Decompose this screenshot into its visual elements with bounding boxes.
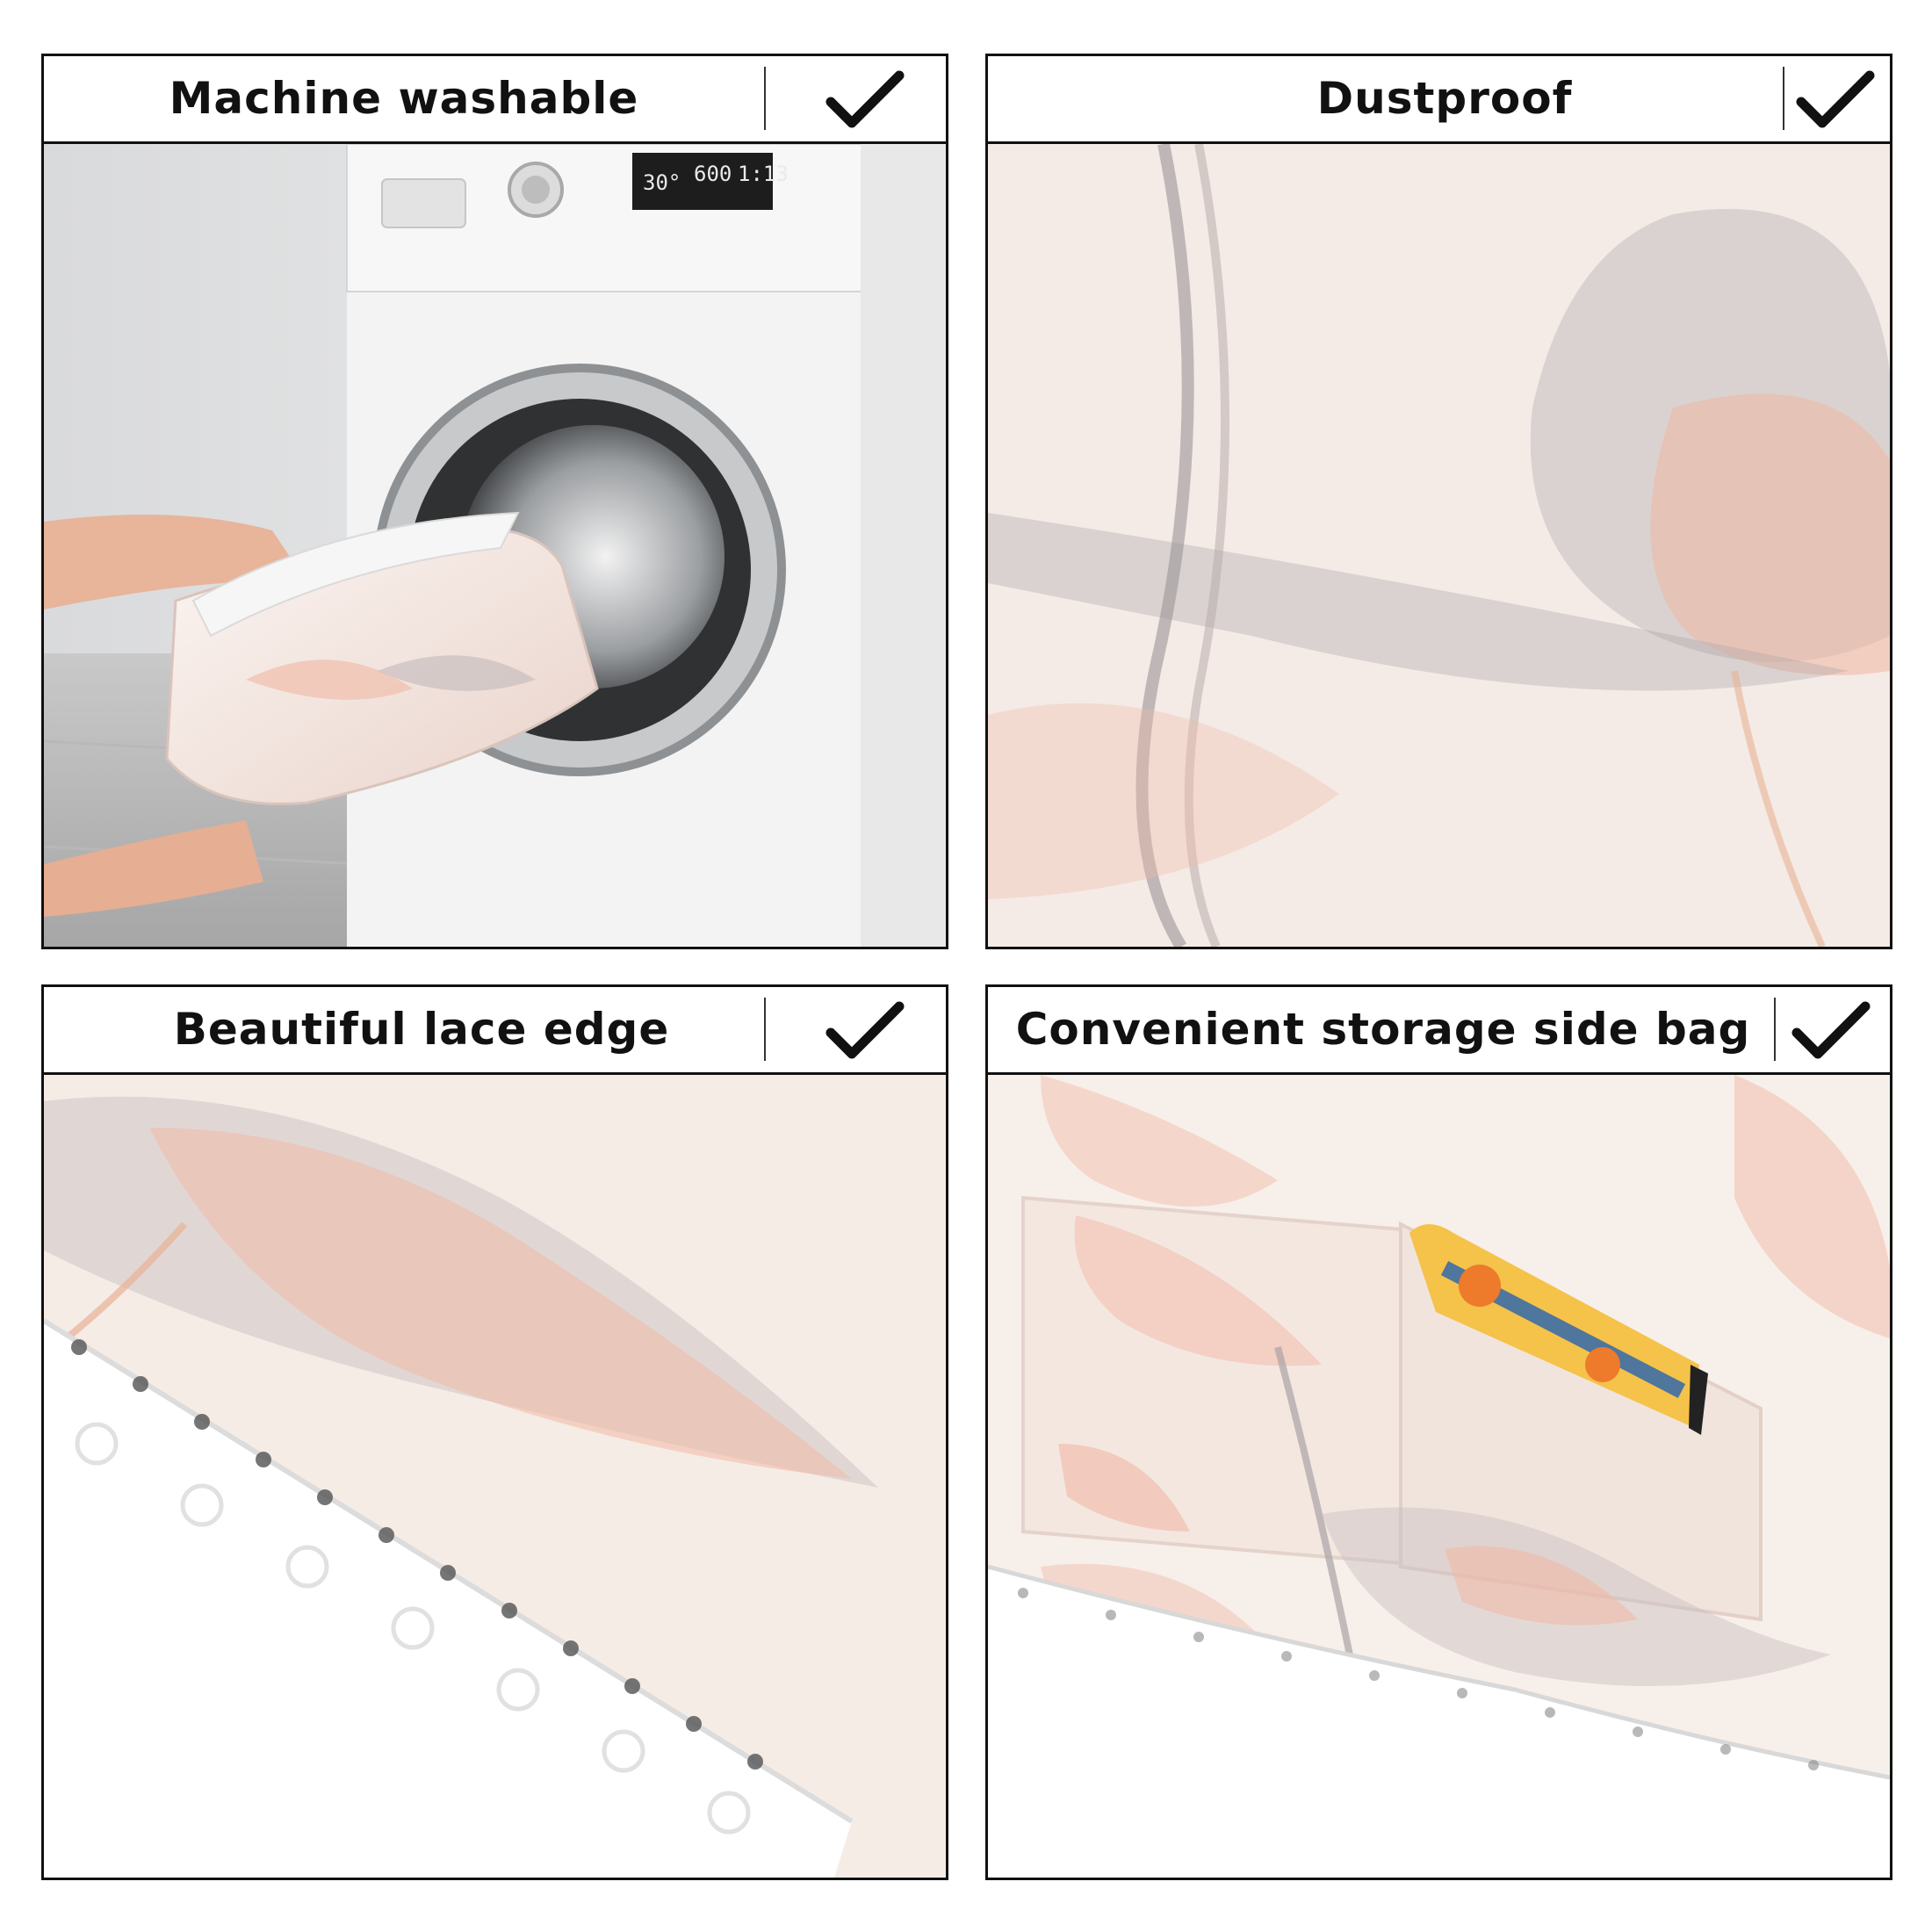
header-divider xyxy=(1774,998,1776,1061)
header-divider xyxy=(764,998,766,1061)
panel-title: Convenient storage side bag xyxy=(1015,1004,1751,1055)
washing-machine-photo: 30° 600 1:13 xyxy=(44,144,946,947)
panel-title: Machine washable xyxy=(169,73,639,124)
panel-header: Beautiful lace edge xyxy=(44,987,946,1075)
washer-spin: 600 xyxy=(694,162,732,186)
check-icon xyxy=(825,1001,905,1059)
panel-header: Machine washable xyxy=(44,56,946,144)
fabric-closeup-photo xyxy=(988,144,1890,947)
washer-time: 1:13 xyxy=(738,162,789,186)
panel-header: Dustproof xyxy=(988,56,1890,144)
feature-panel-machine-washable: Machine washable xyxy=(41,54,948,949)
panel-header: Convenient storage side bag xyxy=(988,987,1890,1075)
check-icon xyxy=(1796,70,1875,128)
side-pocket-photo xyxy=(988,1075,1890,1878)
header-divider xyxy=(1783,67,1784,130)
panel-title: Dustproof xyxy=(1316,73,1573,124)
washer-temp: 30° xyxy=(643,170,681,195)
check-icon xyxy=(1791,1001,1871,1059)
lace-edge-photo xyxy=(44,1075,946,1878)
feature-panel-dustproof: Dustproof xyxy=(985,54,1892,949)
header-divider xyxy=(764,67,766,130)
check-icon xyxy=(825,70,905,128)
feature-panel-storage-side-bag: Convenient storage side bag xyxy=(985,984,1892,1880)
feature-panel-lace-edge: Beautiful lace edge xyxy=(41,984,948,1880)
panel-title: Beautiful lace edge xyxy=(173,1004,670,1055)
